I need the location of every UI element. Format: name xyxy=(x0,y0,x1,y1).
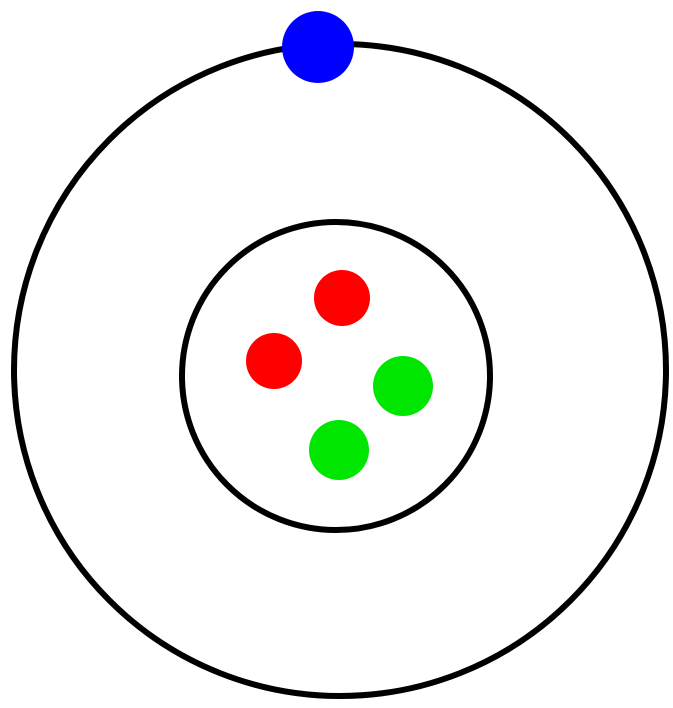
electron xyxy=(282,11,354,83)
neutron-2 xyxy=(309,420,369,480)
nucleus-boundary xyxy=(182,222,490,530)
neutron-1 xyxy=(373,356,433,416)
outer-orbit xyxy=(14,44,666,696)
proton-1 xyxy=(314,270,370,326)
proton-2 xyxy=(246,333,302,389)
